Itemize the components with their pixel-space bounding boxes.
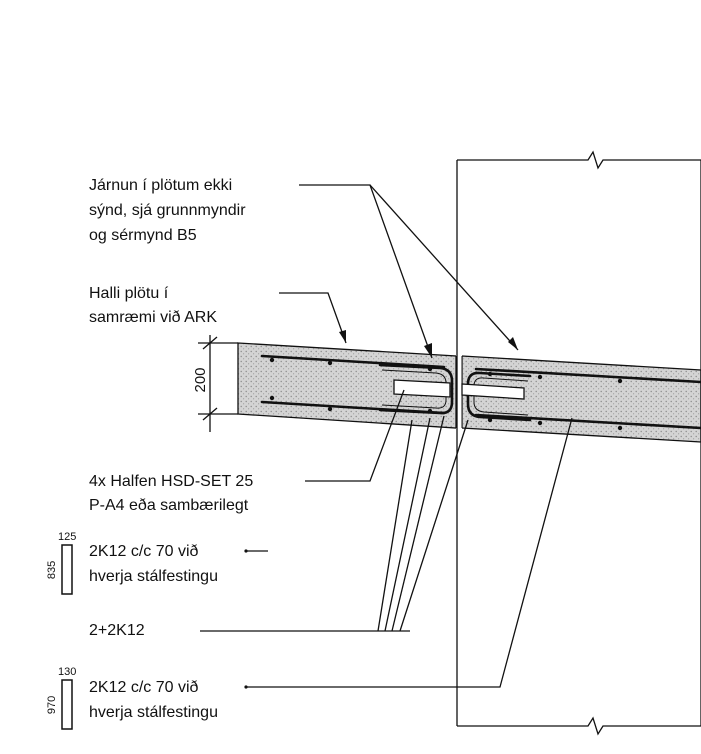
slope-note-line-1: Halli plötu í xyxy=(89,285,169,302)
rebar-dots xyxy=(269,357,623,431)
halfen-sleeve xyxy=(393,379,451,398)
slab-right xyxy=(461,355,701,443)
bars-fan xyxy=(377,415,469,632)
halfen-note-line-1: 4x Halfen HSD-SET 25 xyxy=(89,473,253,490)
stirrup-1-width: 125 xyxy=(58,531,76,543)
halfen-note-leader xyxy=(305,389,405,482)
rebar-note-line-3: og sérmynd B5 xyxy=(89,227,197,244)
slab-joint xyxy=(456,350,462,434)
halfen-dowel xyxy=(461,383,525,400)
stirrup-2-width: 130 xyxy=(58,666,76,678)
slope-note-line-2: samræmi við ARK xyxy=(89,309,217,326)
rebar-note-line-1: Járnun í plötum ekki xyxy=(89,177,232,194)
stirrup-note-1-line-1: 2K12 c/c 70 við xyxy=(89,543,199,560)
halfen-note-line-2: P-A4 eða sambærilegt xyxy=(89,497,249,514)
bottom-bar-right xyxy=(474,413,701,430)
top-bar-right xyxy=(474,367,701,384)
stirrup-note-2-line-1: 2K12 c/c 70 við xyxy=(89,679,199,696)
stirrup-note-1-line-2: hverja stálfestingu xyxy=(89,568,218,585)
stirrup-note-2-line-2: hverja stálfestingu xyxy=(89,704,218,721)
rebar-note-leader xyxy=(299,184,433,359)
bars-note: 2+2K12 xyxy=(89,622,145,639)
stirrup-1-symbol xyxy=(61,544,73,595)
slope-note-leader xyxy=(279,292,347,344)
stirrup-note-2-leader xyxy=(245,417,573,688)
thickness-value: 200 xyxy=(192,367,209,392)
break-line-bottom xyxy=(457,716,701,736)
u-bar-left-outer xyxy=(378,363,454,415)
top-bar-left xyxy=(260,354,446,369)
stirrup-1-height: 835 xyxy=(46,561,58,579)
stirrup-2-height: 970 xyxy=(46,696,58,714)
break-line-top xyxy=(457,150,701,170)
thickness-dimension xyxy=(198,335,238,432)
stirrup-2-symbol xyxy=(61,679,73,730)
rebar-note-line-2: sýnd, sjá grunnmyndir xyxy=(89,202,246,219)
